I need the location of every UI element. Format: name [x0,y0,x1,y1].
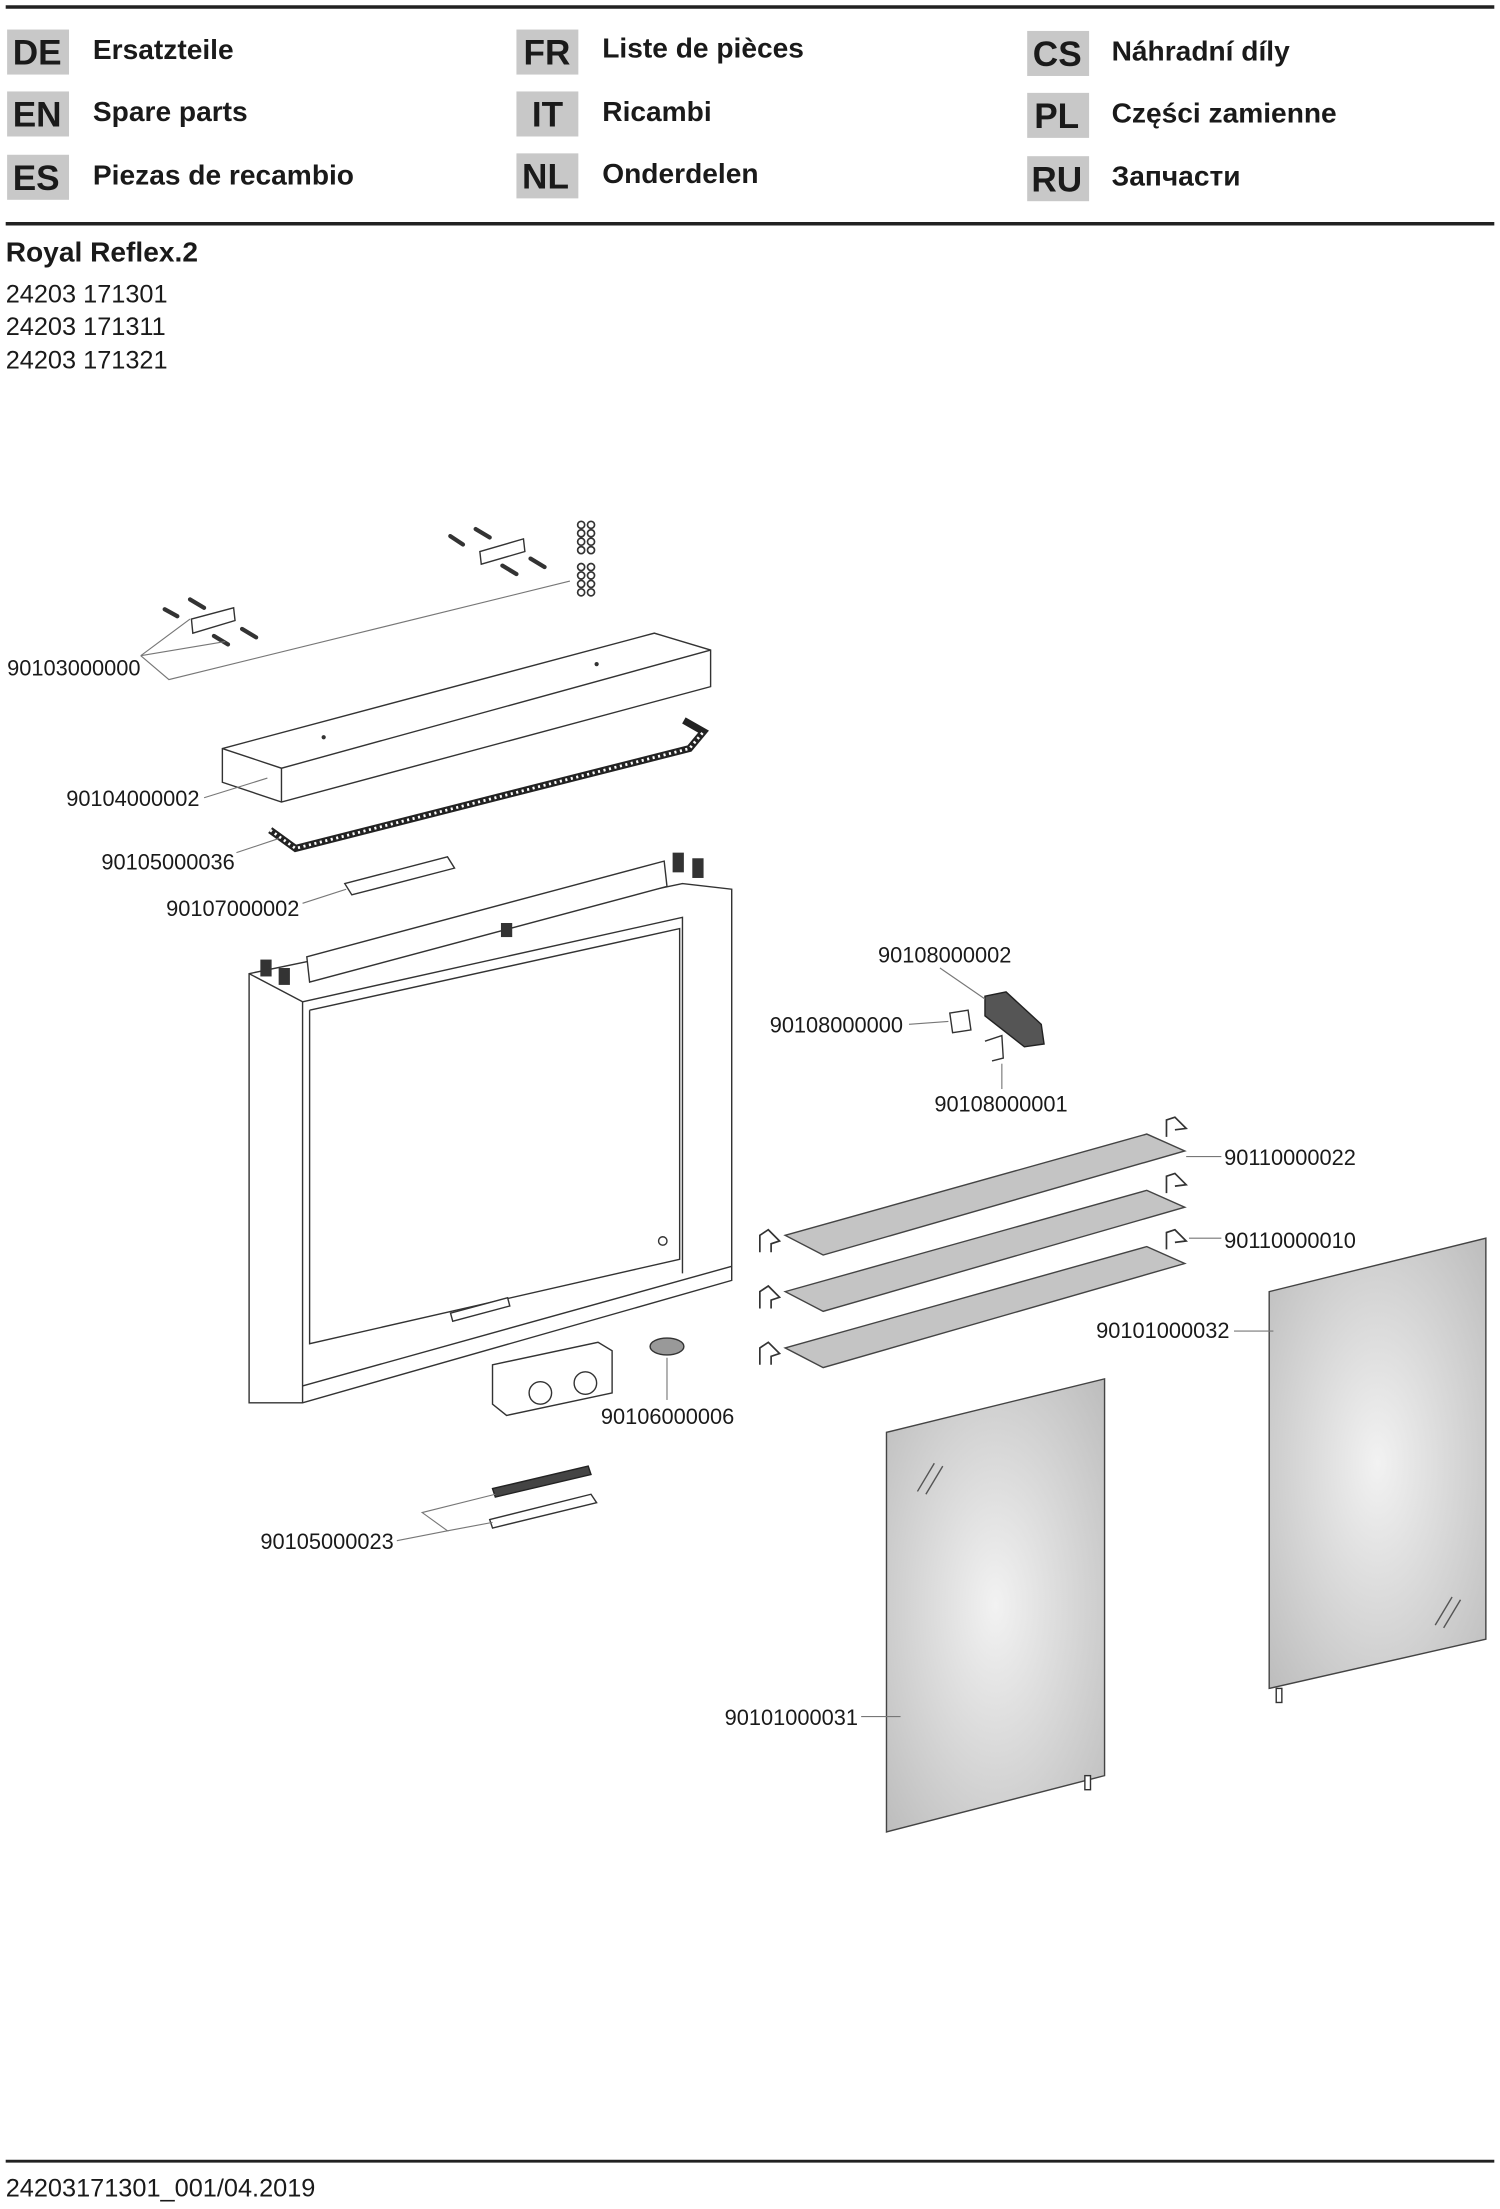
top-cover [203,632,712,803]
lang-label: Запчасти [1112,161,1241,192]
glass-shelves [783,1133,1222,1369]
article-number: 24203 171321 [6,347,168,375]
lang-label: Piezas de recambio [93,159,354,190]
language-en: EN Spare parts [7,91,248,137]
lang-code: IT [532,96,564,135]
mirror-door-right [1234,1237,1487,1704]
part-label: 90101000031 [725,1705,858,1730]
shelf-supports [759,1116,1222,1365]
lang-code: CS [1033,35,1082,74]
lang-label: Liste de pièces [602,33,804,64]
cabinet-body [248,852,733,1404]
lang-label: Części zamienne [1112,97,1337,128]
article-number: 24203 171301 [6,281,168,309]
lang-code: DE [13,34,62,73]
mirror-door-left [861,1377,1106,1833]
socket-module [491,1337,685,1417]
lang-code: FR [523,34,570,73]
lang-code: PL [1034,97,1079,136]
lang-label: Náhradní díly [1112,36,1291,67]
lang-code: NL [522,158,569,197]
lang-label: Ersatzteile [93,34,234,65]
part-label: 90110000010 [1224,1228,1356,1253]
part-label: 90108000002 [878,942,1011,967]
part-label: 90103000000 [7,655,140,680]
lang-code: EN [13,96,62,135]
part-label: 90108000001 [934,1092,1067,1117]
wall-fixing-set [140,520,596,681]
part-label: 90110000022 [1224,1145,1356,1170]
language-nl: NL Onderdelen [516,153,759,199]
part-label: 90105000023 [260,1529,393,1554]
language-pl: PL Części zamienne [1027,92,1337,138]
part-label: 90105000036 [101,850,234,875]
bottom-light [396,1465,598,1542]
part-label: 90106000006 [601,1404,734,1429]
language-es: ES Piezas de recambio [7,154,354,200]
product-title: Royal Reflex.2 [6,237,198,268]
language-fr: FR Liste de pièces [516,29,804,75]
part-label: 90108000000 [770,1013,903,1038]
language-it: IT Ricambi [516,91,712,137]
language-cs: CS Náhradní díly [1027,30,1291,76]
led-strip [236,717,709,854]
lang-label: Spare parts [93,96,248,127]
led-driver [302,856,456,904]
article-number: 24203 171311 [6,313,166,341]
part-label: 90107000002 [166,896,299,921]
lang-label: Onderdelen [602,158,758,189]
part-label: 90101000032 [1096,1318,1229,1343]
lang-label: Ricambi [602,96,711,127]
language-ru: RU Запчасти [1027,156,1241,202]
lang-code: RU [1031,160,1082,199]
document-id: 24203171301_001/04.2019 [6,2174,316,2202]
lang-code: ES [13,159,60,198]
part-label: 90104000002 [66,786,199,811]
language-de: DE Ersatzteile [7,29,234,75]
hinge-set [908,967,1045,1090]
